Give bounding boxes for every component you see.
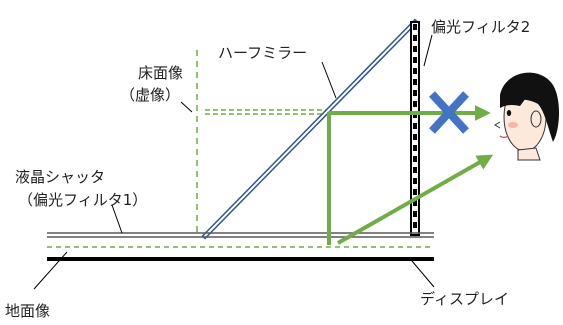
display-leader	[411, 260, 435, 288]
floor-image-label-line2: （虚像）	[120, 86, 180, 104]
lc-shutter-label-line1: 液晶シャッタ	[15, 168, 105, 186]
cross-mark-icon	[429, 91, 469, 134]
floor-image-label-line1: 床面像	[138, 64, 183, 82]
light-ray-diagonal	[337, 154, 494, 245]
half-mirror-core	[203, 20, 417, 238]
lc-shutter-leader	[111, 204, 123, 234]
half-mirror-leader	[321, 61, 337, 99]
ground-image-label: 地面像	[5, 302, 50, 320]
half-mirror-label: ハーフミラー	[218, 44, 307, 62]
polarizer-2-label: 偏光フィルタ2	[431, 18, 530, 36]
ground-image-leader	[33, 251, 68, 290]
floor-image-leader	[180, 101, 193, 113]
polarizer-2-leader	[423, 34, 433, 67]
lc-shutter-label-line2: （偏光フィルタ1）	[18, 191, 147, 209]
viewer-face-icon	[494, 72, 560, 161]
display-label: ディスプレイ	[420, 290, 509, 308]
